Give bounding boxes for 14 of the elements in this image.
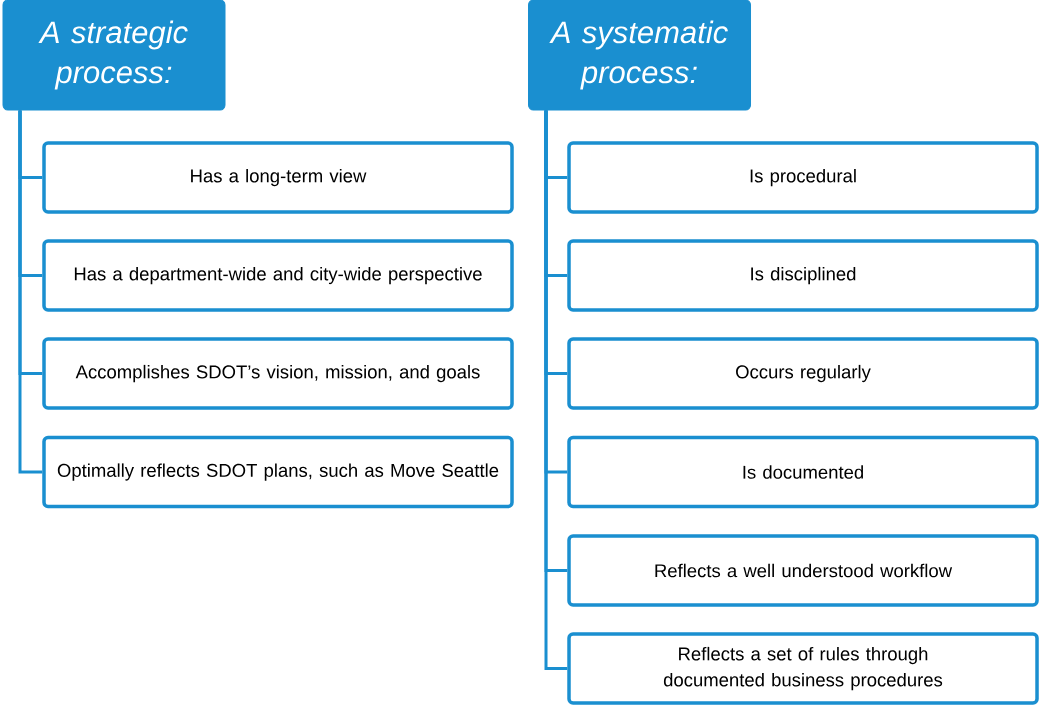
item-box: Is disciplined: [567, 239, 1039, 312]
item-box: Reflects a set of rules through documented business procedures: [567, 632, 1039, 705]
item-box: Is procedural: [567, 141, 1039, 214]
item-box: Optimally reflects SDOT plans, such as Move Seattle: [42, 435, 514, 509]
connector-line: [544, 110, 568, 670]
item-box: Has a long-term view: [42, 141, 514, 214]
item-box: Occurs regularly: [567, 337, 1039, 410]
item-box: Has a department-wide and city-wide perspective: [42, 239, 514, 312]
connector-line: [18, 110, 43, 474]
header-box: A systematic process:: [528, 0, 751, 111]
item-box: Reflects a well understood workflow: [567, 534, 1039, 607]
header-box: A strategic process:: [2, 0, 226, 111]
item-box: Is documented: [567, 435, 1039, 509]
item-box: Accomplishes SDOT’s vision, mission, and goals: [42, 337, 514, 410]
